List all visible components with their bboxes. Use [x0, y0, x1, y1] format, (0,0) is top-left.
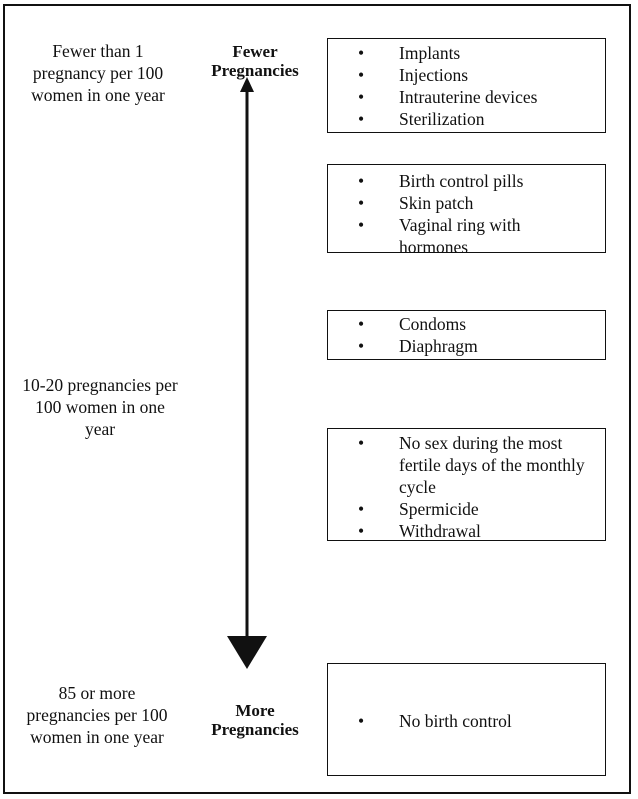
method-label: Birth control pills: [399, 171, 524, 191]
bullet-icon: •: [358, 215, 365, 235]
list-item: • Spermicide: [328, 498, 605, 520]
bullet-icon: •: [358, 336, 365, 356]
method-box-none: • No birth control: [327, 663, 606, 776]
list-item: • Sterilization: [328, 108, 605, 130]
list-item: • Skin patch: [328, 192, 605, 214]
list-item: • Birth control pills: [328, 170, 605, 192]
method-list: • Condoms • Diaphragm: [328, 313, 605, 357]
method-label: No sex during the most fertile days of t…: [399, 433, 585, 497]
list-item: • Vaginal ring with hormones: [328, 214, 605, 258]
bullet-icon: •: [358, 109, 365, 129]
method-list: • Birth control pills • Skin patch • Vagina…: [328, 170, 605, 258]
method-label: Diaphragm: [399, 336, 478, 356]
bullet-icon: •: [358, 87, 365, 107]
bullet-icon: •: [358, 65, 365, 85]
method-label: Injections: [399, 65, 469, 85]
method-box-barrier: • Condoms • Diaphragm: [327, 310, 606, 360]
method-label: Intrauterine devices: [399, 87, 538, 107]
list-item: • Implants: [328, 42, 605, 64]
rate-top-label: Fewer than 1 pregnancy per 100 women in …: [31, 41, 165, 105]
method-label: Withdrawal: [399, 521, 481, 541]
axis-top-label: Fewer Pregnancies: [211, 42, 299, 80]
bullet-icon: •: [358, 499, 365, 519]
bullet-icon: •: [358, 193, 365, 213]
bullet-icon: •: [358, 433, 365, 453]
bullet-icon: •: [358, 711, 365, 731]
rate-middle-label: 10-20 pregnancies per 100 women in one y…: [22, 375, 178, 439]
method-label: Skin patch: [399, 193, 474, 213]
arrow-up-head: [240, 77, 254, 92]
method-label: No birth control: [399, 711, 512, 731]
method-label: Spermicide: [399, 499, 479, 519]
method-box-most-effective: • Implants • Injections • Intrauterine devi…: [327, 38, 606, 133]
method-label: Implants: [399, 43, 461, 63]
arrow-down-head: [227, 636, 267, 669]
list-item: • Withdrawal: [328, 520, 605, 542]
list-item: • No birth control: [328, 710, 605, 732]
axis-bottom-label: More Pregnancies: [211, 701, 299, 739]
list-item: • No sex during the most fertile days of …: [328, 432, 605, 498]
list-item: • Condoms: [328, 313, 605, 335]
method-label: Condoms: [399, 314, 467, 334]
list-item: • Intrauterine devices: [328, 86, 605, 108]
method-list: • Implants • Injections • Intrauterine devi…: [328, 42, 605, 130]
method-list: • No birth control: [328, 710, 605, 732]
method-box-least-effective: • No sex during the most fertile days of …: [327, 428, 606, 541]
diagram-frame: [3, 4, 631, 794]
method-label: Vaginal ring with hormones: [399, 215, 521, 257]
bullet-icon: •: [358, 43, 365, 63]
bullet-icon: •: [358, 314, 365, 334]
list-item: • Injections: [328, 64, 605, 86]
method-list: • No sex during the most fertile days of …: [328, 432, 605, 542]
method-label: Sterilization: [399, 109, 485, 129]
bullet-icon: •: [358, 521, 365, 541]
bullet-icon: •: [358, 171, 365, 191]
list-item: • Diaphragm: [328, 335, 605, 357]
method-box-hormonal: • Birth control pills • Skin patch • Vagina…: [327, 164, 606, 257]
rate-bottom-label: 85 or more pregnancies per 100 women in …: [26, 683, 168, 747]
